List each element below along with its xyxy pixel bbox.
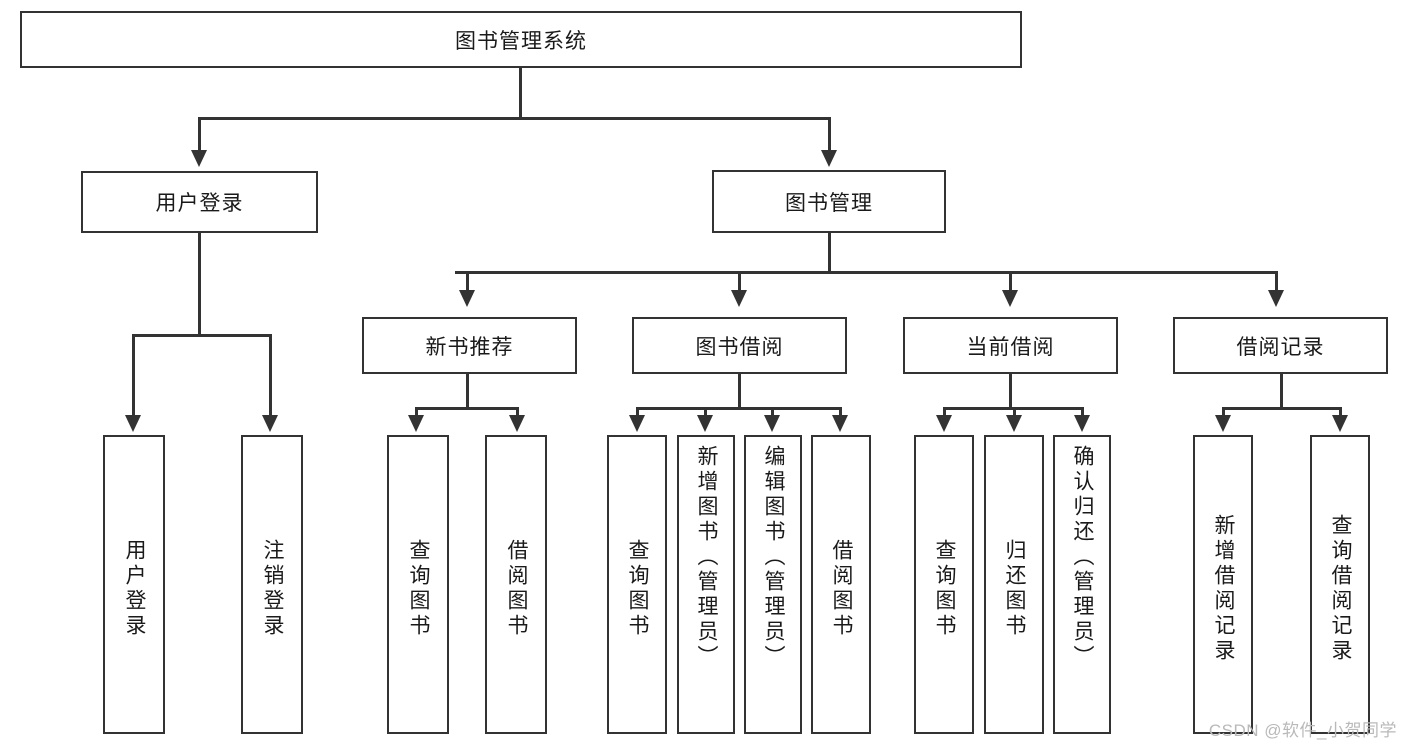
node-user-login[interactable]: 用户登录 <box>81 171 318 233</box>
node-book-management[interactable]: 图书管理 <box>712 170 946 233</box>
edge-borrow-record-bar <box>1222 407 1341 410</box>
arrowhead-leaf-confirm-return <box>1074 415 1090 432</box>
leaf-user-login[interactable]: 用户登录 <box>103 435 165 734</box>
edge-book-manage-stem <box>828 233 831 274</box>
node-label: 用户登录 <box>155 192 244 215</box>
edge-drop-current-borrow <box>1009 271 1012 293</box>
edge-drop-book-borrow <box>738 271 741 293</box>
arrowhead-leaf-add-record <box>1215 415 1231 432</box>
edge-book-borrow-stem <box>738 374 741 409</box>
arrowhead-leaf-borrow-book-1 <box>509 415 525 432</box>
node-label: 查询图书 <box>933 538 957 639</box>
edge-user-login-bar <box>132 334 271 337</box>
leaf-add-book-admin[interactable]: 新增图书（管理员） <box>677 435 735 734</box>
edge-borrow-record-drop-2 <box>1339 407 1342 419</box>
edge-borrow-record-stem <box>1280 374 1283 409</box>
arrowhead-leaf-borrow-book-2 <box>832 415 848 432</box>
arrowhead-borrow-record <box>1268 290 1284 307</box>
edge-drop-new-book <box>466 271 469 293</box>
node-borrow-record[interactable]: 借阅记录 <box>1173 317 1388 374</box>
edge-new-book-drop-1 <box>415 407 418 419</box>
leaf-borrow-book[interactable]: 借阅图书 <box>811 435 871 734</box>
leaf-confirm-return-admin[interactable]: 确认归还（管理员） <box>1053 435 1111 734</box>
arrowhead-leaf-logout <box>262 415 278 432</box>
node-label: 借阅记录 <box>1236 335 1325 359</box>
arrowhead-user-login <box>191 150 207 167</box>
arrowhead-current-borrow <box>1002 290 1018 307</box>
leaf-query-book-current[interactable]: 查询图书 <box>914 435 974 734</box>
node-label: 新书推荐 <box>425 335 514 359</box>
edge-new-book-stem <box>466 374 469 409</box>
edge-user-login-drop-1 <box>132 334 135 418</box>
arrowhead-leaf-add-book <box>697 415 713 432</box>
leaf-logout[interactable]: 注销登录 <box>241 435 303 734</box>
node-label: 新增借阅记录 <box>1212 513 1236 664</box>
edge-current-borrow-drop-3 <box>1081 407 1084 419</box>
edge-book-borrow-drop-1 <box>636 407 639 419</box>
edge-current-borrow-stem <box>1009 374 1012 409</box>
node-label: 图书管理系统 <box>455 29 587 53</box>
arrowhead-leaf-query-book-1 <box>408 415 424 432</box>
leaf-return-book[interactable]: 归还图书 <box>984 435 1044 734</box>
node-root-system[interactable]: 图书管理系统 <box>20 11 1022 68</box>
arrowhead-leaf-query-book-2 <box>629 415 645 432</box>
node-label: 图书管理 <box>785 191 873 215</box>
leaf-edit-book-admin[interactable]: 编辑图书（管理员） <box>744 435 802 734</box>
leaf-add-borrow-record[interactable]: 新增借阅记录 <box>1193 435 1253 734</box>
node-label: 用户登录 <box>123 538 147 639</box>
edge-new-book-bar <box>415 407 518 410</box>
edge-borrow-record-drop-1 <box>1222 407 1225 419</box>
leaf-query-book-borrow[interactable]: 查询图书 <box>607 435 667 734</box>
edge-to-book-manage <box>828 117 831 153</box>
edge-drop-borrow-record <box>1275 271 1278 293</box>
node-label: 查询图书 <box>626 538 650 639</box>
edge-to-user-login <box>198 117 201 153</box>
node-current-borrow[interactable]: 当前借阅 <box>903 317 1118 374</box>
arrowhead-leaf-edit-book <box>764 415 780 432</box>
leaf-borrow-book-recommend[interactable]: 借阅图书 <box>485 435 547 734</box>
leaf-query-borrow-record[interactable]: 查询借阅记录 <box>1310 435 1370 734</box>
node-label: 归还图书 <box>1003 538 1027 639</box>
edge-book-borrow-drop-4 <box>839 407 842 419</box>
node-label: 当前借阅 <box>966 335 1055 359</box>
edge-level2-bar <box>198 117 831 120</box>
node-label: 确认归还（管理员） <box>1071 445 1095 670</box>
node-label: 借阅图书 <box>830 538 854 639</box>
node-label: 图书借阅 <box>695 335 784 359</box>
arrowhead-leaf-query-record <box>1332 415 1348 432</box>
edge-book-borrow-drop-2 <box>704 407 707 419</box>
edge-current-borrow-drop-1 <box>943 407 946 419</box>
arrowhead-leaf-query-book-3 <box>936 415 952 432</box>
node-label: 编辑图书（管理员） <box>762 445 786 670</box>
edge-book-manage-bar <box>455 271 1277 274</box>
edge-user-login-drop-2 <box>269 334 272 418</box>
arrowhead-leaf-return-book <box>1006 415 1022 432</box>
edge-user-login-stem <box>198 233 201 336</box>
node-label: 新增图书（管理员） <box>695 445 719 670</box>
node-book-borrow[interactable]: 图书借阅 <box>632 317 847 374</box>
node-label: 查询借阅记录 <box>1329 513 1353 664</box>
leaf-query-book-recommend[interactable]: 查询图书 <box>387 435 449 734</box>
edge-book-borrow-bar <box>636 407 841 410</box>
edge-new-book-drop-2 <box>516 407 519 419</box>
edge-current-borrow-drop-2 <box>1013 407 1016 419</box>
edge-root-stem <box>519 68 522 119</box>
arrowhead-book-borrow <box>731 290 747 307</box>
edge-book-borrow-drop-3 <box>771 407 774 419</box>
arrowhead-book-manage <box>821 150 837 167</box>
node-label: 查询图书 <box>407 538 431 639</box>
arrowhead-new-book-recommend <box>459 290 475 307</box>
arrowhead-leaf-user-login <box>125 415 141 432</box>
node-new-book-recommend[interactable]: 新书推荐 <box>362 317 577 374</box>
node-label: 借阅图书 <box>505 538 529 639</box>
node-label: 注销登录 <box>261 538 285 639</box>
